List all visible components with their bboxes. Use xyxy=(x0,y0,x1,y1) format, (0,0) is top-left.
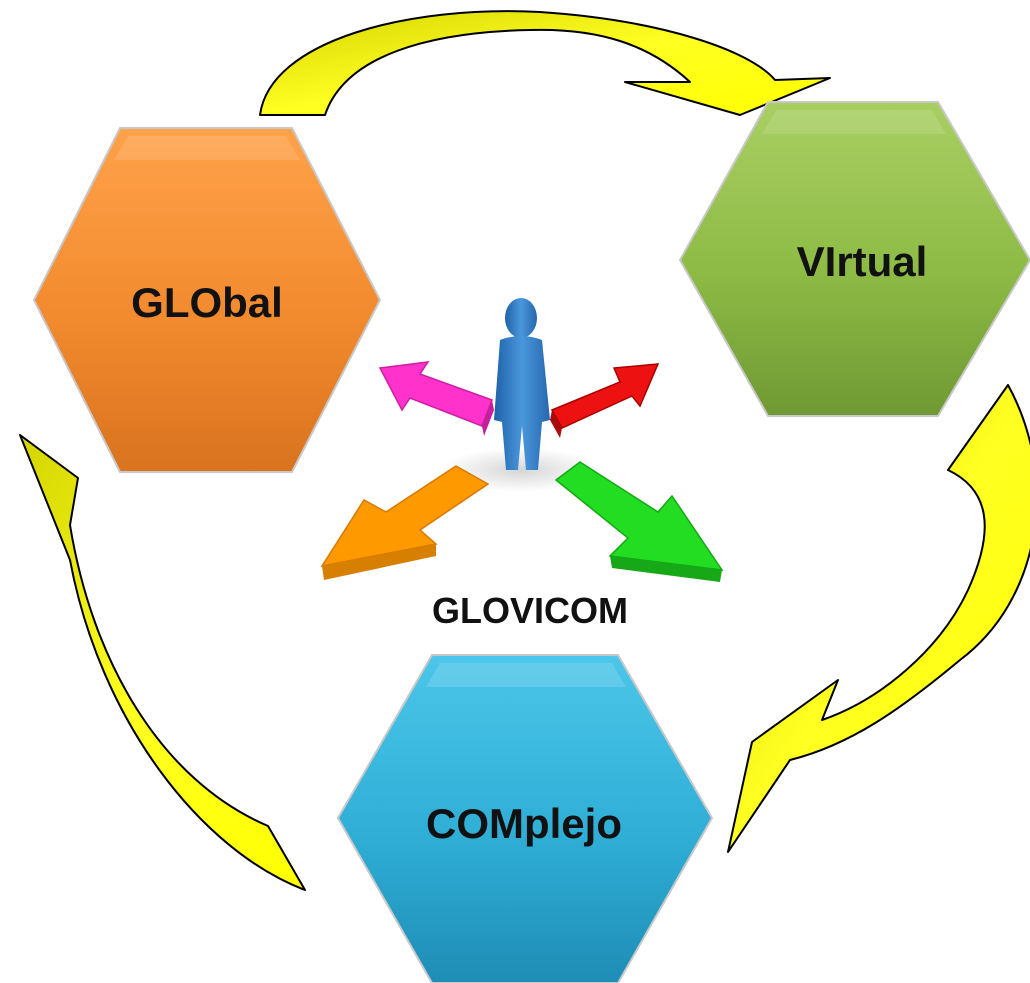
arrow-up-left-icon xyxy=(378,361,494,436)
node-virtual: VIrtual xyxy=(678,101,1030,417)
person-icon xyxy=(494,298,550,470)
node-complejo: COMplejo xyxy=(336,654,714,983)
arrow-down-right-icon xyxy=(554,461,724,582)
node-label-complejo: COMplejo xyxy=(426,800,622,847)
center-figure xyxy=(320,298,724,582)
node-label-global: GLObal xyxy=(131,279,283,326)
cycle-arrow-right xyxy=(727,384,1030,853)
node-label-virtual: VIrtual xyxy=(797,238,928,285)
cycle-arrow-left xyxy=(19,434,306,891)
arrow-up-right-icon xyxy=(550,363,660,438)
node-global: GLObal xyxy=(32,127,382,473)
arrow-down-left-icon xyxy=(320,465,490,580)
center-title: GLOVICOM xyxy=(432,590,628,631)
cycle-arrow-top xyxy=(259,10,831,116)
